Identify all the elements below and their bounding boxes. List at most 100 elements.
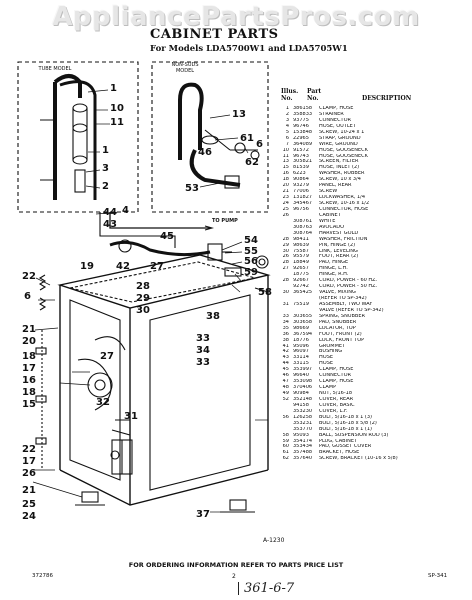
callout: 61 bbox=[240, 133, 254, 144]
part-description: HOSE bbox=[319, 361, 334, 367]
part-number: 365425 bbox=[293, 290, 313, 296]
illus-number: 29 bbox=[282, 242, 289, 248]
part-description: LINK, LEVELING bbox=[319, 248, 358, 254]
part-number: 91572 bbox=[293, 147, 309, 153]
part-number: 308764 bbox=[293, 230, 313, 236]
part-description: HINGE, R.H. bbox=[319, 272, 349, 278]
part-description: WASHER, RUBBER bbox=[319, 171, 365, 177]
col-header-illus-line2: No. bbox=[281, 95, 293, 102]
part-description: HOSE, GOOSENECK bbox=[319, 147, 368, 153]
part-description: BOLT, 5/16-18 x 1 (3) bbox=[319, 414, 372, 420]
callout: 45 bbox=[160, 231, 174, 242]
illus-number: 34 bbox=[282, 319, 289, 325]
illus-number: 10 bbox=[282, 147, 289, 153]
callout: 54 bbox=[244, 235, 258, 246]
callout: 46 bbox=[198, 147, 212, 158]
callout: 43 bbox=[103, 219, 117, 230]
part-number: 77006 bbox=[293, 189, 309, 195]
illus-number: 1 bbox=[285, 106, 289, 111]
callout: 27 bbox=[100, 351, 114, 362]
part-number: 370406 bbox=[293, 385, 313, 391]
illus-number: 28 bbox=[282, 236, 289, 242]
illus-number: 28 bbox=[282, 278, 289, 284]
callout: 28 bbox=[136, 281, 150, 292]
part-number: 75587 bbox=[293, 248, 309, 254]
callout: 26 bbox=[22, 468, 36, 479]
part-description: FOOT, FRONT (2) bbox=[319, 331, 362, 337]
col-header-part: Part No. bbox=[307, 88, 321, 102]
callout: 1 bbox=[110, 83, 117, 94]
col-header-illus-line1: Illus. bbox=[281, 88, 299, 95]
handwritten-note: 361-6-7 bbox=[237, 581, 295, 596]
illus-number: 48 bbox=[282, 385, 289, 391]
col-header-illus: Illus. No. bbox=[281, 88, 298, 102]
part-number: 352148 bbox=[293, 396, 313, 402]
illus-number: 6 bbox=[285, 135, 289, 141]
part-description: GROMMET bbox=[319, 343, 346, 349]
part-number: 358833 bbox=[293, 111, 313, 117]
illus-number: 26 bbox=[282, 212, 289, 218]
illus-number: 56 bbox=[282, 414, 289, 420]
non-suds-label-line1: NON-SUDS bbox=[171, 62, 199, 68]
illus-number: 44 bbox=[282, 361, 289, 367]
part-description: SCREW bbox=[319, 189, 338, 195]
part-number: 95093 bbox=[293, 432, 309, 438]
part-description: CLAMP, HOSE bbox=[319, 106, 354, 111]
callout: 17 bbox=[22, 456, 36, 467]
illus-number: 35 bbox=[282, 325, 289, 331]
part-description: BOLT, 5/16-18 x 1 (1) bbox=[319, 426, 372, 432]
part-description: COVER, REAR bbox=[319, 396, 354, 402]
part-description: BUSHING bbox=[319, 349, 343, 355]
callout: 33 bbox=[196, 333, 210, 344]
part-number: 96746 bbox=[293, 123, 309, 129]
part-number: 303655 bbox=[293, 313, 313, 319]
illus-number: 36 bbox=[282, 331, 289, 337]
illus-number: 62 bbox=[282, 456, 289, 462]
part-description: SPRING, SNUBBER bbox=[319, 313, 365, 319]
part-description: CLAMP bbox=[319, 385, 337, 391]
illus-number: 25 bbox=[282, 206, 289, 212]
illus-number: 20 bbox=[282, 183, 289, 189]
part-number: 96756 bbox=[293, 206, 309, 212]
watermark: AppliancePartsPros.com bbox=[52, 2, 420, 32]
part-description: STRAINER bbox=[319, 111, 344, 117]
callout: 17 bbox=[22, 363, 36, 374]
callout: 2 bbox=[102, 181, 109, 192]
callout: 33 bbox=[196, 357, 210, 368]
part-description: BRACKET, HOSE bbox=[319, 450, 360, 456]
part-description: VALVE, MIXING bbox=[319, 290, 356, 296]
callout: 6 bbox=[24, 291, 31, 302]
part-description: PLUG, CABINET bbox=[319, 438, 358, 444]
part-number: 305821 bbox=[293, 159, 313, 165]
parts-row: (REFER TO SP-342) bbox=[279, 296, 469, 302]
callout: 27 bbox=[150, 261, 164, 272]
part-number: 98669 bbox=[293, 325, 309, 331]
page-number: 2 bbox=[232, 573, 236, 580]
part-number: 18776 bbox=[293, 337, 309, 343]
illus-number: 61 bbox=[282, 450, 289, 456]
illus-number: 7 bbox=[285, 141, 289, 147]
part-description: PANEL, REAR bbox=[319, 183, 352, 189]
part-number: 92667 bbox=[293, 278, 309, 284]
